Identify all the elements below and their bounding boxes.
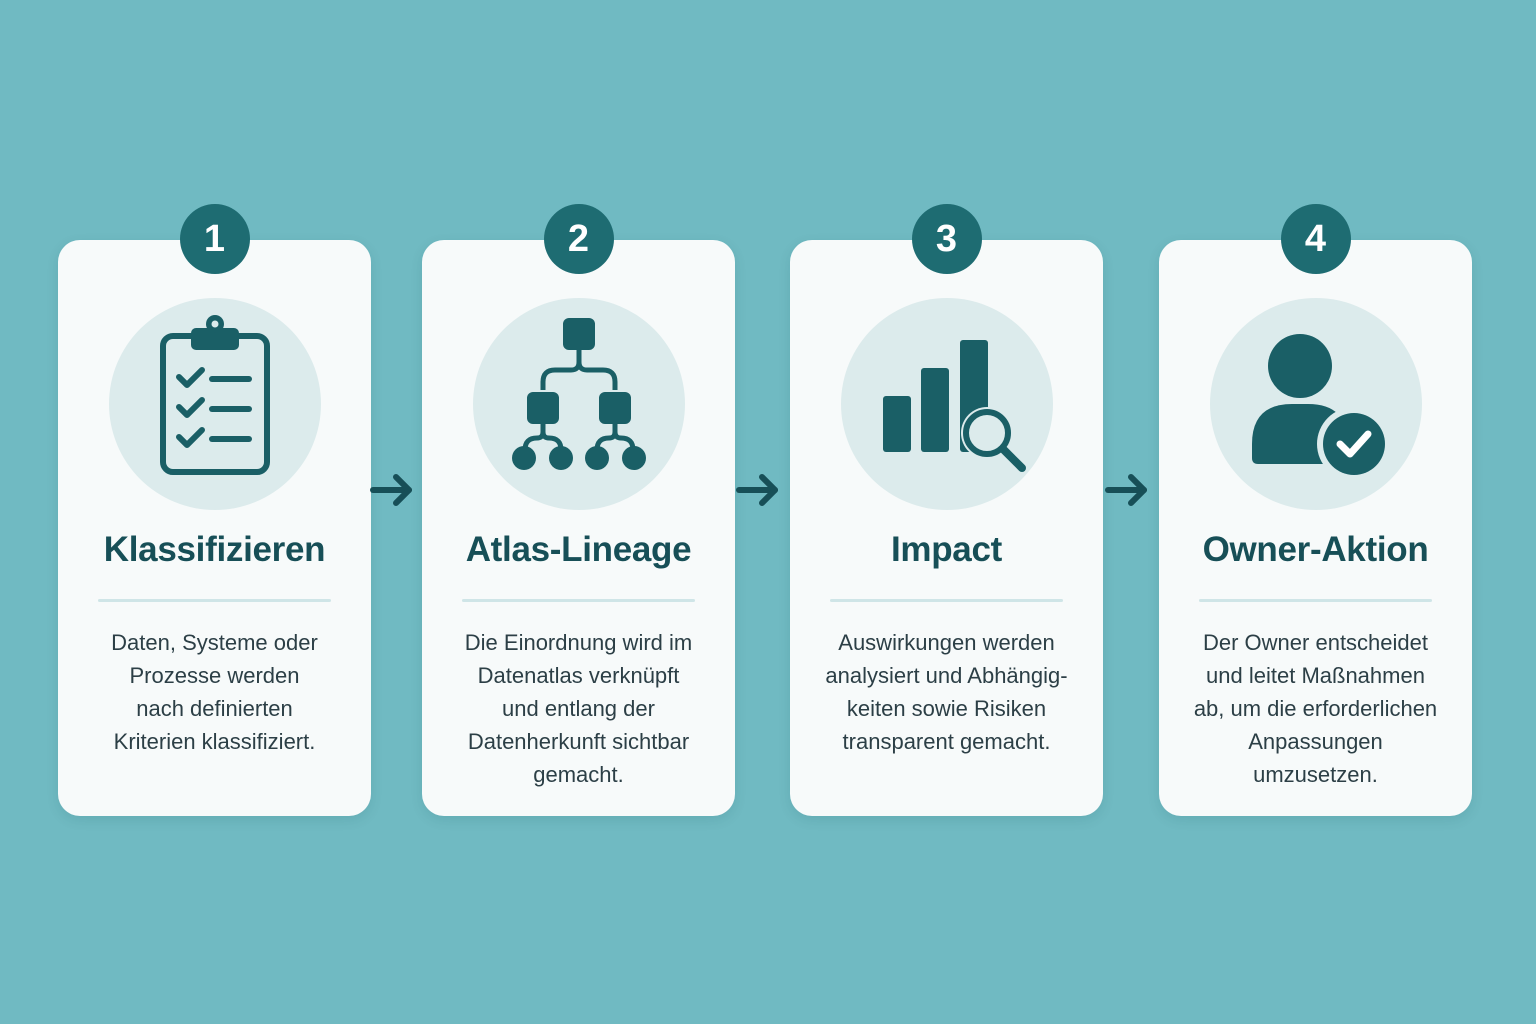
step-description: Die Einordnung wird im Datenatlas verknü… (446, 626, 711, 791)
description-line: Datenherkunft sichtbar (467, 729, 690, 754)
clipboard-checklist-icon (159, 315, 270, 475)
description-line: Auswirkungen werden (838, 630, 1055, 655)
description-line: transparent gemacht. (842, 729, 1051, 754)
description-line: Kriterien klassifiziert. (113, 729, 316, 754)
step-title: Klassifizieren (103, 530, 326, 569)
step-number-badge: 3 (911, 204, 982, 274)
icon-circle (1209, 298, 1422, 510)
step-title: Impact (890, 530, 1002, 569)
description-line: Der Owner entscheidet (1203, 630, 1428, 655)
title-divider (98, 599, 331, 602)
title-divider (1199, 599, 1432, 602)
description-line: keiten sowie Risiken (846, 696, 1047, 721)
description-line: Anpassungen (1248, 729, 1383, 754)
arrow-right-icon (1104, 467, 1152, 513)
bar-chart-magnifier-icon (882, 340, 1026, 472)
title-divider (830, 599, 1063, 602)
icon-circle (108, 298, 321, 510)
title-divider (462, 599, 695, 602)
description-line: ab, um die erforderlichen (1193, 696, 1438, 721)
step-number-badge: 2 (543, 204, 614, 274)
step-description: Auswirkungen werden analysiert und Abhän… (814, 626, 1079, 758)
arrow-right-icon (735, 467, 783, 513)
step-title: Atlas-Lineage (465, 530, 692, 569)
description-line: Die Einordnung wird im (464, 630, 693, 655)
description-line: nach definierten (136, 696, 293, 721)
description-line: gemacht. (533, 762, 624, 787)
icon-circle (472, 298, 685, 510)
user-check-icon (1251, 334, 1391, 481)
description-line: umzusetzen. (1253, 762, 1378, 787)
description-line: Daten, Systeme oder (111, 630, 318, 655)
step-card-atlas-lineage: 2 Atlas-Lineage Die Einordnung wird im D… (422, 204, 735, 816)
step-description: Der Owner entscheidet und leitet Maßnahm… (1183, 626, 1448, 791)
arrow-right-icon (369, 467, 417, 513)
step-card-impact: 3 Impact Auswirkungen werden analysiert … (790, 204, 1103, 816)
description-line: und entlang der (502, 696, 655, 721)
hierarchy-tree-icon (511, 318, 646, 470)
step-description: Daten, Systeme oder Prozesse werden nach… (82, 626, 347, 758)
description-line: und leitet Maßnahmen (1206, 663, 1425, 688)
step-card-owner-aktion: 4 Owner-Aktion Der Owner entscheidet und… (1159, 204, 1472, 816)
step-title: Owner-Aktion (1202, 530, 1429, 569)
step-number-badge: 4 (1280, 204, 1351, 274)
step-card-klassifizieren: 1 Klassifizieren Daten, Systeme oder Pro… (58, 204, 371, 816)
description-line: Datenatlas verknüpft (477, 663, 680, 688)
description-line: Prozesse werden (129, 663, 300, 688)
icon-circle (840, 298, 1053, 510)
step-number-badge: 1 (179, 204, 250, 274)
description-line: analysiert und Abhängig- (825, 663, 1068, 688)
